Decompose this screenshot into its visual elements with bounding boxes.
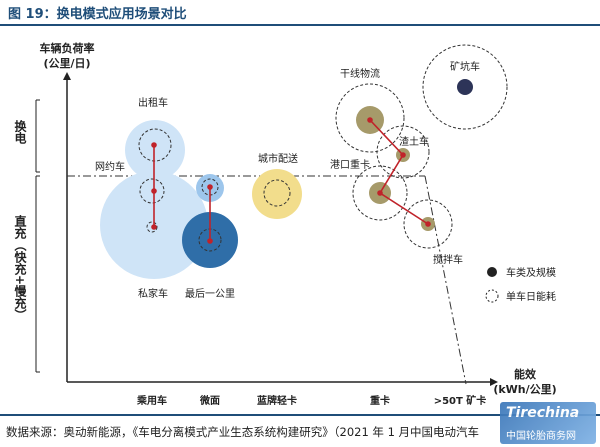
y-axis-arrow xyxy=(63,72,71,80)
city-delivery-label: 城市配送 xyxy=(258,152,298,165)
x-category-label: 重卡 xyxy=(370,394,390,407)
source-note: 数据来源：奥动新能源，《车电分离模式产业生态系统构建研究》（2021 年 1 月… xyxy=(6,425,480,439)
taxi-label: 出租车 xyxy=(138,96,168,109)
y-axis-label-line1: 车辆负荷率 xyxy=(40,41,95,55)
city-delivery-bubble xyxy=(252,169,302,219)
x-category-label: 乘用车 xyxy=(136,394,167,407)
x-axis-label-line2: (kWh/公里) xyxy=(493,383,556,396)
x-axis-arrow xyxy=(490,378,498,386)
taxi-bubble xyxy=(125,120,185,180)
port-truck-label: 港口重卡 xyxy=(330,158,370,171)
x-category-label: >50T 矿卡 xyxy=(434,394,487,407)
private-car-label: 私家车 xyxy=(138,287,168,300)
legend-dashed-icon xyxy=(485,289,499,303)
energy-rings xyxy=(138,44,508,252)
x-category-label: 微面 xyxy=(199,394,220,407)
watermark: Tirechina 中国轮胎商务网 xyxy=(500,402,596,444)
legend-dot-icon xyxy=(487,267,497,277)
muck-truck-label: 渣土车 xyxy=(399,135,429,148)
legend-dashed-label: 单车日能耗 xyxy=(506,290,556,303)
zone-bottom-label: 直充（快充+慢充） xyxy=(13,214,27,322)
trunk-logistics-label: 干线物流 xyxy=(340,67,380,80)
footer-divider xyxy=(0,414,600,416)
mining-truck-dot xyxy=(457,79,473,95)
mining-truck-label: 矿坑车 xyxy=(450,60,480,73)
watermark-text: 中国轮胎商务网 xyxy=(506,431,576,442)
title-bar: 图 19：换电模式应用场景对比 xyxy=(0,0,600,26)
y-axis-label-line2: (公里/日) xyxy=(43,57,90,70)
connector-lines xyxy=(151,117,431,244)
watermark-logo: Tirechina xyxy=(506,405,580,421)
zone-top-label: 换电 xyxy=(13,119,27,145)
mixer-truck-label: 搅拌车 xyxy=(433,253,463,266)
last-mile-label: 最后一公里 xyxy=(185,288,235,300)
x-axis-label-line1: 能效 xyxy=(514,367,537,381)
legend-dot-label: 车类及规模 xyxy=(506,266,556,279)
ride-hailing-label: 网约车 xyxy=(95,160,125,173)
page-title: 图 19：换电模式应用场景对比 xyxy=(8,7,187,22)
boundary-line-diagonal xyxy=(424,175,467,385)
x-category-label: 蓝牌轻卡 xyxy=(257,394,297,407)
